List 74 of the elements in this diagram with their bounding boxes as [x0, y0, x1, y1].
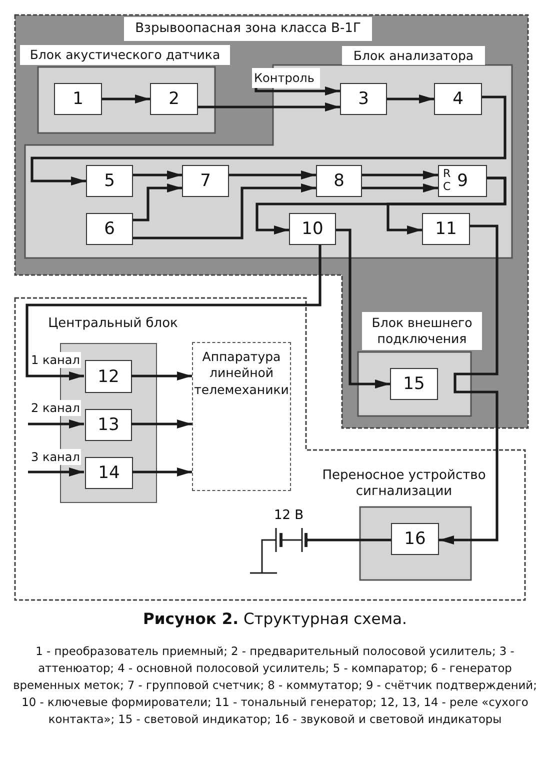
numbered-block	[391, 523, 439, 555]
numbered-block	[182, 165, 229, 197]
arrow	[131, 420, 192, 428]
block-number: 11	[435, 219, 457, 239]
arrow	[28, 420, 84, 428]
numbered-block	[340, 83, 387, 115]
numbered-block	[438, 165, 487, 197]
block-number: 4	[452, 89, 464, 109]
block-number: 1	[72, 89, 84, 109]
block-number: 16	[404, 529, 426, 549]
external-connection-panel	[358, 312, 482, 416]
block-number: 12	[98, 366, 120, 386]
numbered-block	[434, 83, 482, 115]
arrow	[132, 468, 192, 476]
pin-label: C	[443, 181, 451, 193]
analyzer-block-panel	[25, 46, 512, 258]
telemechanics-title: Аппаратура линейной телемеханики	[193, 349, 290, 398]
arrow	[133, 170, 182, 180]
wire	[308, 538, 391, 542]
numbered-block	[150, 83, 198, 115]
block-heading: Блок акустического датчика	[20, 45, 230, 65]
arrow	[30, 96, 506, 186]
block-number: 10	[302, 219, 324, 239]
arrow	[362, 184, 438, 192]
arrow	[254, 86, 340, 96]
arrow	[131, 372, 192, 380]
arrow	[387, 94, 434, 104]
control-label: Контроль	[252, 68, 320, 88]
block-number: 6	[104, 219, 115, 239]
arrow	[362, 170, 438, 180]
arrow	[386, 176, 506, 234]
arrow	[133, 184, 182, 222]
central-block-region	[15, 298, 525, 600]
voltage-label: 12 В	[274, 508, 304, 524]
block-heading: Взрывоопасная зона класса В-1Г	[124, 17, 372, 41]
numbered-block	[85, 457, 133, 489]
channel-label: 1 канал	[30, 352, 81, 368]
arrow	[26, 245, 322, 380]
numbered-block	[422, 213, 470, 245]
block-number: 13	[98, 415, 120, 435]
legend-note: 1 - преобразователь приемный; 2 - предварительный полосовой усилитель; 3 - аттенюатор; 4 - основной полосовой усилитель; 5 - компаратор; 6 - генератор временных меток; 7 - групповой счетчик; 8 - коммутатор; 9 - счётчик подтверждений; 10 - ключевые формирователи; 11 - тональный генератор; 12, 13, 14 - реле «сухого контакта»; 15 - световой индикатор; 16 - звуковой и световой индикаторы	[12, 643, 538, 728]
numbered-block	[54, 83, 102, 115]
numbered-block	[390, 368, 438, 400]
channel-label: 3 канал	[30, 449, 81, 465]
numbered-block	[289, 213, 336, 245]
numbered-block	[85, 360, 132, 393]
pin-label: R	[443, 168, 451, 180]
block-number: 5	[104, 171, 115, 191]
arrow	[198, 102, 340, 112]
arrow	[439, 224, 498, 544]
arrow	[133, 184, 316, 240]
block-number: 14	[98, 463, 120, 483]
arrow	[336, 228, 390, 388]
block-heading: Блок внешнего подключения	[362, 312, 482, 350]
numbered-block	[316, 165, 362, 197]
block-number: 3	[358, 89, 369, 109]
arrow	[102, 94, 150, 104]
numbered-block	[86, 165, 133, 197]
block-number: 7	[200, 171, 211, 191]
telemechanics-box	[192, 342, 291, 491]
block-heading: Центральный блок	[47, 314, 179, 333]
block-heading: Переносное устройство сигнализации	[321, 466, 487, 501]
arrow	[229, 170, 316, 180]
channel-label: 2 канал	[30, 400, 81, 416]
numbered-block	[85, 409, 132, 441]
block-number: 15	[403, 374, 425, 394]
numbered-block	[86, 213, 133, 245]
figure-caption: Рисунок 2. Структурная схема.	[142, 610, 408, 628]
block-number: 9	[457, 171, 468, 191]
sensor-block-panel	[20, 45, 230, 133]
block-number: 2	[168, 89, 180, 109]
block-number: 8	[334, 171, 344, 191]
arrow	[28, 468, 84, 476]
block-heading: Блок анализатора	[342, 46, 485, 65]
